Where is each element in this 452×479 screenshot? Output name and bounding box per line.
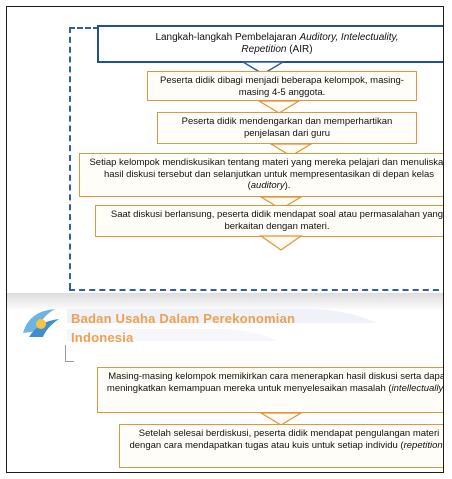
step-1-text: Peserta didik dibagi menjadi beberapa ke… [160, 75, 404, 98]
down-arrow-icon [259, 235, 303, 251]
air-title-italic: Auditory, Intelectuality, [299, 32, 399, 43]
slide-frame: Langkah-langkah Pembelajaran Auditory, I… [6, 6, 444, 473]
step-box-6: Setelah selesai berdiskusi, peserta didi… [119, 424, 444, 468]
air-steps-title-box: Langkah-langkah Pembelajaran Auditory, I… [97, 25, 443, 63]
section-title: Badan Usaha Dalam Perekonomian Indonesia [71, 309, 295, 347]
down-arrow-icon [241, 61, 285, 75]
step-5-text-before: Masing-masing kelompok memikirkan cara m… [106, 371, 444, 394]
step-3-text-after: ). [284, 180, 291, 191]
step-box-3: Setiap kelompok mendiskusikan tentang ma… [79, 153, 444, 197]
step-box-1: Peserta didik dibagi menjadi beberapa ke… [147, 71, 417, 101]
dashed-guide-top [69, 27, 99, 29]
air-title-line2-italic: Repetition [241, 43, 287, 55]
step-6-text-after: ). [443, 440, 444, 451]
down-arrow-icon [259, 412, 303, 426]
section-title-line1: Badan Usaha Dalam Perekonomian [71, 311, 296, 326]
dashed-guide-bottom [69, 289, 443, 291]
step-4-text: Saat diskusi berlansung, peserta didik m… [110, 209, 444, 232]
step-5-italic: intellectually [391, 382, 444, 394]
down-arrow-icon [259, 196, 303, 210]
step-box-2: Peserta didik mendengarkan dan memperhar… [157, 112, 417, 144]
ministry-logo-icon [23, 309, 59, 337]
slide-divider [7, 293, 443, 311]
air-title-line2-rest: (AIR) [286, 43, 313, 55]
down-arrow-icon [269, 143, 313, 157]
step-5-text-after: ). [443, 383, 444, 394]
section-title-line2: Indonesia [71, 330, 134, 345]
dashed-guide-left [69, 27, 71, 289]
step-box-5: Masing-masing kelompok memikirkan cara m… [97, 367, 444, 413]
corner-mark [65, 345, 74, 362]
title-banner-decoration [67, 309, 377, 341]
air-title-prefix: Langkah-langkah Pembelajaran [155, 32, 300, 43]
down-arrow-icon [257, 100, 301, 114]
step-2-text: Peserta didik mendengarkan dan memperhar… [181, 116, 393, 139]
step-3-text-before: Setiap kelompok mendiskusikan tentang ma… [89, 157, 444, 191]
step-box-4: Saat diskusi berlansung, peserta didik m… [95, 205, 444, 237]
step-6-italic: repetition [403, 439, 443, 451]
step-3-italic: auditory [250, 180, 285, 191]
step-6-text-before: Setelah selesai berdiskusi, peserta didi… [129, 428, 440, 451]
